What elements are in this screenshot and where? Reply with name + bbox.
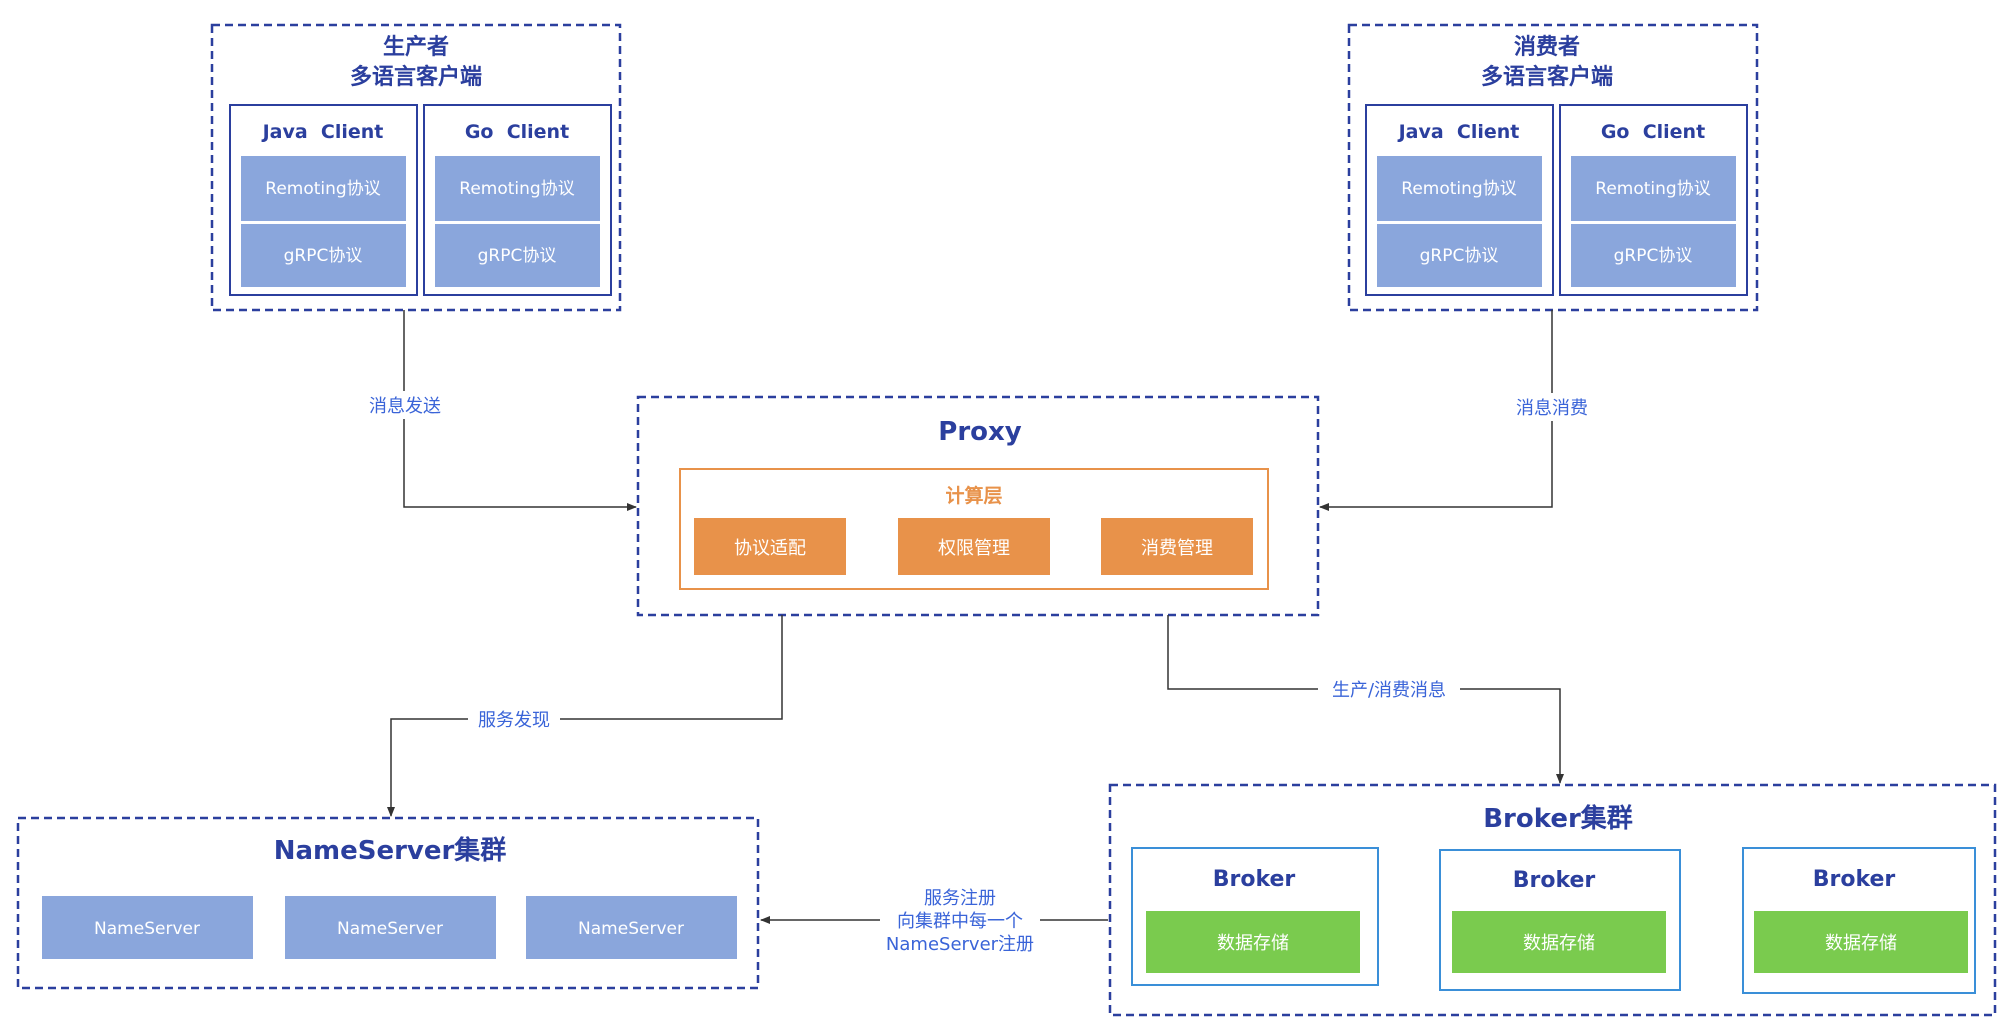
consumer-box bbox=[1347, 23, 1759, 312]
protocol-label: Remoting协议 bbox=[1595, 179, 1710, 199]
client-name: Java Client bbox=[1397, 121, 1520, 143]
consumer-java-client: Java Client Remoting协议 gRPC协议 bbox=[1365, 104, 1554, 296]
edge-label-discovery: 服务发现 bbox=[478, 710, 550, 731]
nameserver-node-label: NameServer bbox=[578, 919, 684, 939]
data-storage-box bbox=[1146, 911, 1360, 973]
data-storage-label: 数据存储 bbox=[1523, 933, 1595, 954]
producer-subtitle: 多语言客户端 bbox=[350, 64, 482, 90]
protocol-label: gRPC协议 bbox=[284, 246, 363, 266]
client-box bbox=[229, 104, 418, 296]
edge-label-register-line2: 向集群中每一个 bbox=[897, 911, 1023, 932]
consumer-subtitle: 多语言客户端 bbox=[1481, 64, 1613, 90]
producer-box bbox=[210, 23, 622, 312]
protocol-box bbox=[435, 224, 600, 287]
client-name: Go Client bbox=[465, 121, 569, 143]
producer-java-client: Java Client Remoting协议 gRPC协议 bbox=[229, 104, 418, 296]
broker-box bbox=[1131, 847, 1379, 986]
nameserver-node bbox=[42, 896, 253, 959]
client-name: Java Client bbox=[261, 121, 384, 143]
edge-label-bg bbox=[880, 884, 1040, 956]
broker-cluster-group: Broker集群 Broker 数据存储 Broker 数据存储 Broker … bbox=[1108, 783, 1997, 1017]
consumer-go-client: Go Client Remoting协议 gRPC协议 bbox=[1559, 104, 1748, 296]
broker-box bbox=[1742, 847, 1976, 994]
nameserver-node-label: NameServer bbox=[337, 919, 443, 939]
client-box bbox=[1365, 104, 1554, 296]
edge-label-bg bbox=[1507, 393, 1597, 421]
consumer-group: 消费者 多语言客户端 Java Client Remoting协议 gRPC协议… bbox=[1347, 23, 1759, 312]
producer-go-client: Go Client Remoting协议 gRPC协议 bbox=[423, 104, 612, 296]
edge-label-bg bbox=[468, 705, 560, 733]
broker-box bbox=[1439, 849, 1681, 991]
compute-module-label: 协议适配 bbox=[734, 538, 806, 559]
edge-label-bg bbox=[360, 391, 450, 419]
nameserver-cluster-title: NameServer集群 bbox=[274, 835, 507, 866]
edge-label-produce-consume: 生产/消费消息 bbox=[1332, 680, 1446, 701]
data-storage-box bbox=[1452, 911, 1666, 973]
edge-discovery bbox=[387, 615, 783, 817]
edge-send bbox=[403, 310, 637, 511]
protocol-box bbox=[1377, 156, 1542, 221]
protocol-box bbox=[435, 156, 600, 221]
compute-module-label: 权限管理 bbox=[938, 538, 1010, 559]
edge-consume bbox=[1319, 310, 1553, 511]
nameserver-cluster-box bbox=[16, 816, 760, 990]
compute-layer-title: 计算层 bbox=[945, 484, 1002, 507]
edge-label-consume: 消息消费 bbox=[1516, 398, 1588, 419]
protocol-label: Remoting协议 bbox=[1401, 179, 1516, 199]
data-storage-label: 数据存储 bbox=[1825, 933, 1897, 954]
compute-module bbox=[694, 518, 846, 575]
broker-name: Broker bbox=[1513, 868, 1596, 893]
broker-cluster-box bbox=[1108, 783, 1997, 1017]
protocol-label: gRPC协议 bbox=[1420, 246, 1499, 266]
protocol-label: gRPC协议 bbox=[1614, 246, 1693, 266]
proxy-group: Proxy 计算层 协议适配 权限管理 消费管理 bbox=[636, 395, 1320, 617]
broker-name: Broker bbox=[1213, 867, 1296, 892]
compute-module bbox=[1101, 518, 1253, 575]
edge-label-register-line1: 服务注册 bbox=[924, 888, 996, 909]
protocol-box bbox=[1571, 156, 1736, 221]
protocol-box bbox=[1377, 224, 1542, 287]
client-box bbox=[1559, 104, 1748, 296]
protocol-label: Remoting协议 bbox=[459, 179, 574, 199]
protocol-box bbox=[1571, 224, 1736, 287]
proxy-title: Proxy bbox=[938, 417, 1022, 447]
protocol-box bbox=[241, 224, 406, 287]
protocol-label: Remoting协议 bbox=[265, 179, 380, 199]
protocol-box bbox=[241, 156, 406, 221]
compute-module bbox=[898, 518, 1050, 575]
proxy-box bbox=[636, 395, 1320, 617]
producer-group: 生产者 多语言客户端 Java Client Remoting协议 gRPC协议… bbox=[210, 23, 622, 312]
edge-label-send: 消息发送 bbox=[369, 396, 441, 417]
broker-name: Broker bbox=[1813, 867, 1896, 892]
client-box bbox=[423, 104, 612, 296]
consumer-title: 消费者 bbox=[1514, 35, 1580, 60]
broker-cluster-title: Broker集群 bbox=[1483, 803, 1633, 834]
data-storage-label: 数据存储 bbox=[1217, 933, 1289, 954]
nameserver-node bbox=[285, 896, 496, 959]
nameserver-node bbox=[526, 896, 737, 959]
client-name: Go Client bbox=[1601, 121, 1705, 143]
compute-layer-box bbox=[679, 468, 1269, 590]
protocol-label: gRPC协议 bbox=[478, 246, 557, 266]
edge-label-register-line3: NameServer注册 bbox=[886, 934, 1034, 955]
producer-title: 生产者 bbox=[383, 35, 449, 60]
data-storage-box bbox=[1754, 911, 1968, 973]
edge-label-bg bbox=[1318, 675, 1460, 703]
compute-module-label: 消费管理 bbox=[1141, 538, 1213, 559]
nameserver-node-label: NameServer bbox=[94, 919, 200, 939]
nameserver-cluster-group: NameServer集群 NameServer NameServer NameS… bbox=[16, 816, 760, 990]
